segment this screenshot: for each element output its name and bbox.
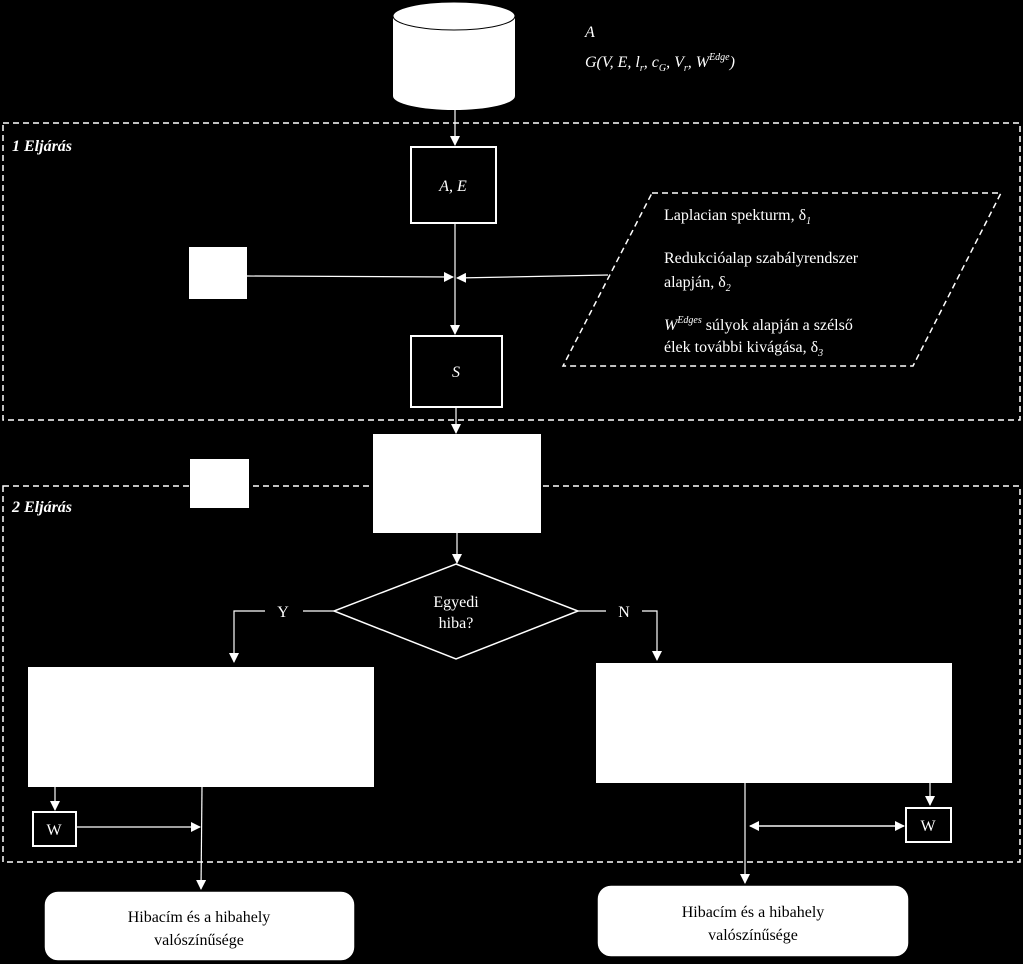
input-a: A	[584, 24, 595, 41]
box-ae-label: A, E	[438, 178, 467, 195]
white-block-right	[596, 663, 952, 783]
output-left	[43, 890, 356, 962]
output-right-line1: Hibacím és a hibahely	[682, 904, 825, 921]
w-box-left-label: W	[46, 822, 62, 839]
criteria-parallelogram	[561, 192, 1003, 367]
w-box-right-label: W	[920, 818, 936, 835]
database-cylinder	[392, 1, 516, 110]
box-ae	[410, 146, 497, 224]
section1-frame	[2, 122, 1021, 421]
section2-title: 2 Eljárás	[11, 499, 72, 516]
box-s-label: S	[452, 364, 460, 381]
decision-diamond	[331, 563, 581, 660]
no-label: N	[618, 604, 630, 621]
white-block-1	[189, 247, 247, 299]
yes-label: Y	[277, 604, 289, 621]
decision-line2: hiba?	[439, 615, 474, 632]
decision-line1: Egyedi	[433, 594, 479, 611]
w-box-right	[905, 807, 952, 843]
white-block-2	[190, 459, 249, 508]
white-block-left	[28, 667, 374, 787]
output-left-line1: Hibacím és a hibahely	[128, 909, 271, 926]
section1-title: 1 Eljárás	[12, 138, 72, 155]
output-right-line2: valószínűsége	[708, 927, 798, 944]
w-box-left	[32, 811, 77, 847]
output-left-line2: valószínűsége	[154, 932, 244, 949]
output-right	[596, 884, 910, 958]
criteria-text: Laplacian spekturm, δ1 Redukcióalap szab…	[664, 207, 862, 359]
input-graph: G(V, E, lr, cG, Vr, WEdge)	[585, 52, 735, 74]
section2-frame	[2, 485, 1021, 863]
white-block-main	[373, 434, 541, 533]
